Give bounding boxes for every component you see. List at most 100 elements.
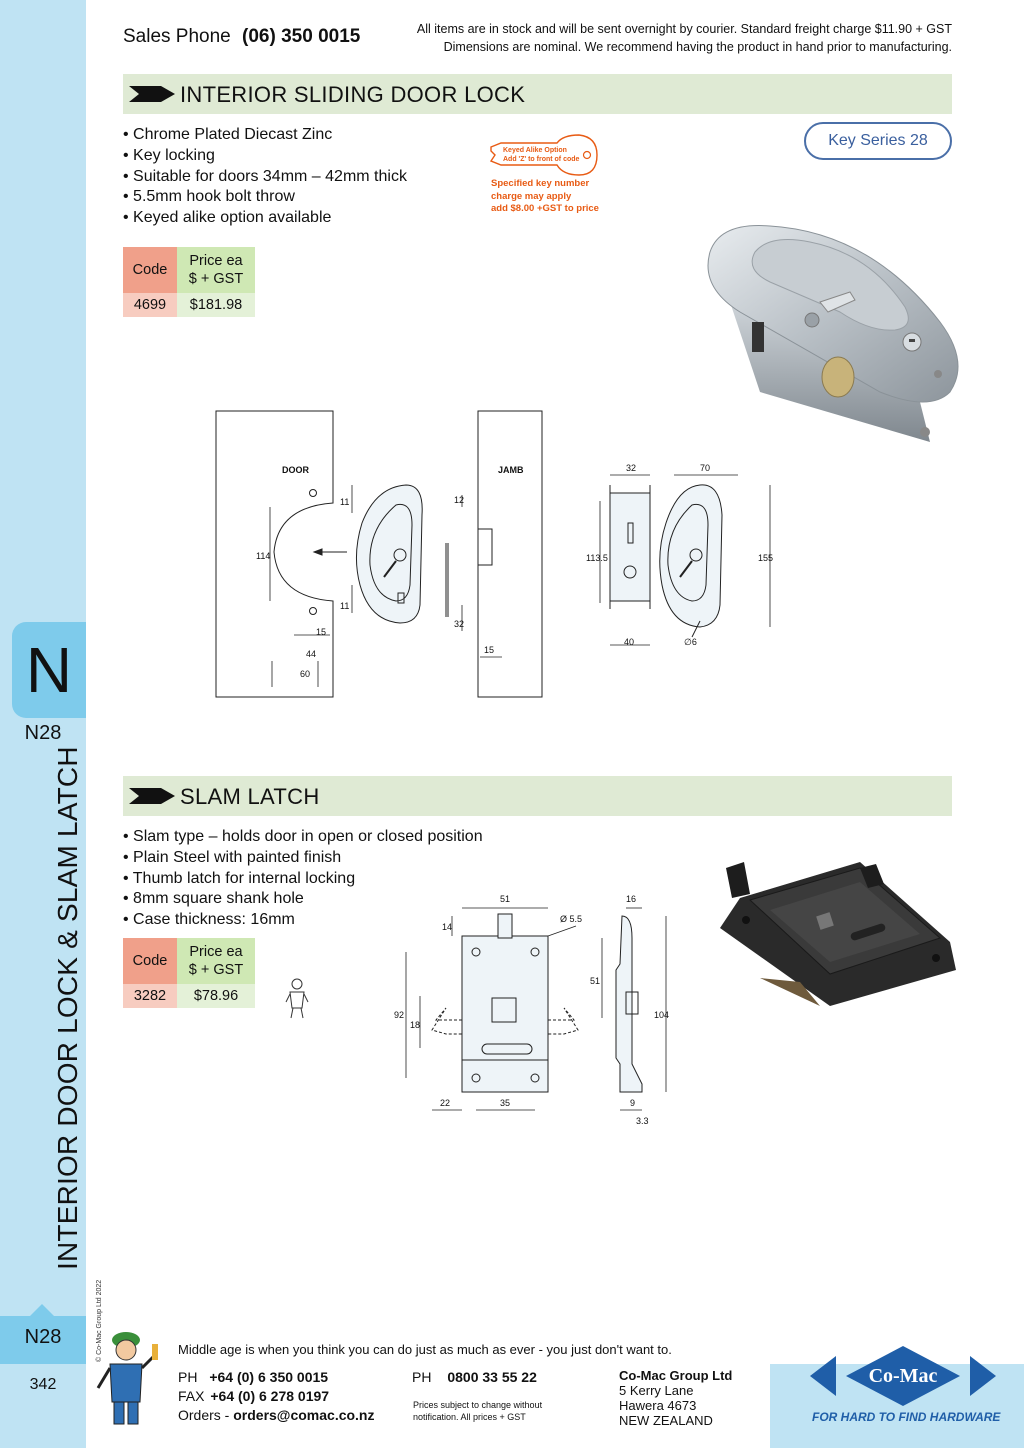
product-code: 4699: [123, 293, 177, 317]
table-row[interactable]: 4699 $181.98: [123, 293, 255, 317]
code-header: Code: [123, 938, 177, 984]
keyed-note-line-1: Specified key number: [491, 178, 590, 189]
bottom-tab-code: N28: [24, 1326, 62, 1348]
bottom-tab: [0, 1316, 86, 1364]
price-header-line-2: $ + GST: [188, 962, 244, 978]
product-code: 3282: [123, 984, 177, 1008]
prices-note-line-1: Prices subject to change without: [413, 1400, 543, 1410]
door-label: DOOR: [282, 465, 310, 475]
dim-label: 16: [626, 894, 636, 904]
keyed-note-line-3: add $8.00 +GST to price: [491, 203, 599, 214]
sales-phone: Sales Phone (06) 350 0015: [123, 26, 360, 48]
slam-latch-photo: [720, 862, 956, 1006]
fax-number: +64 (0) 6 278 0197: [210, 1388, 330, 1404]
dim-label: 32: [454, 619, 464, 629]
sales-phone-label: Sales Phone: [123, 26, 231, 47]
logo-text: Co-Mac: [869, 1365, 938, 1387]
section-header-sliding-lock: INTERIOR SLIDING DOOR LOCK: [123, 74, 952, 114]
price-header-line-2: $ + GST: [188, 271, 244, 287]
dim-label: 113.5: [586, 553, 608, 563]
price-table: Code Price ea $ + GST 3282 $78.96: [123, 938, 255, 1008]
header-notice: All items are in stock and will be sent …: [417, 20, 952, 56]
footer-freephone[interactable]: PH 0800 33 55 22: [412, 1368, 537, 1387]
dim-label: 92: [394, 1010, 404, 1020]
dim-label: 104: [654, 1010, 669, 1020]
dim-label: 15: [316, 627, 326, 637]
notice-line-1: All items are in stock and will be sent …: [416, 22, 952, 36]
comac-logo[interactable]: Co-Mac: [810, 1344, 996, 1408]
price-header: Price ea $ + GST: [177, 938, 255, 984]
section-tab[interactable]: N: [12, 622, 86, 718]
list-item: Slam type – holds door in open or closed…: [123, 827, 483, 848]
product-price: $78.96: [177, 984, 255, 1008]
price-header-line-1: Price ea: [189, 253, 243, 269]
price-table: Code Price ea $ + GST 4699 $181.98: [123, 247, 255, 317]
fax-label: FAX: [178, 1388, 205, 1404]
footer-orders: Orders - orders@comac.co.nz: [178, 1406, 375, 1425]
orders-label: Orders -: [178, 1407, 230, 1423]
ph2-number[interactable]: 0800 33 55 22: [447, 1369, 537, 1385]
table-header-row: Code Price ea $ + GST: [123, 247, 255, 293]
notice-line-2: Dimensions are nominal. We recommend hav…: [443, 40, 952, 54]
dim-label: 15: [484, 645, 494, 655]
mascot-small-icon: [285, 978, 309, 1019]
dim-label: 60: [300, 669, 310, 679]
dim-label: 18: [410, 1020, 420, 1030]
dim-label: 32: [626, 463, 636, 473]
dim-label: 44: [306, 649, 316, 659]
sliding-lock-photo: [707, 225, 959, 442]
section-title: SLAM LATCH: [180, 784, 320, 809]
dim-label: 35: [500, 1098, 510, 1108]
tagline: FOR HARD TO FIND HARDWARE: [812, 1410, 1001, 1424]
bottom-tab-arrow-icon: [30, 1304, 54, 1316]
page-number: 342: [29, 1376, 57, 1393]
list-item: Key locking: [123, 146, 407, 167]
slam-latch-diagram: 51 Ø 5.5 14 92 18 22 35 16 51 104 9 3.3: [394, 894, 669, 1126]
section-tab-letter: N: [25, 634, 73, 706]
arrow-right-icon: [129, 788, 175, 804]
section-tab-code: N28: [24, 722, 62, 744]
company-name: Co-Mac Group Ltd: [619, 1368, 733, 1383]
sliding-lock-diagram: DOOR JAMB 11 114 11 15 44 60 12 32 15 32…: [215, 410, 773, 698]
key-icon: [489, 134, 598, 176]
list-item: Case thickness: 16mm: [123, 910, 483, 931]
dim-label: 155: [758, 553, 773, 563]
list-item: Chrome Plated Diecast Zinc: [123, 125, 407, 146]
list-item: 5.5mm hook bolt throw: [123, 187, 407, 208]
section-title: INTERIOR SLIDING DOOR LOCK: [180, 82, 526, 107]
price-header: Price ea $ + GST: [177, 247, 255, 293]
prices-note: Prices subject to change without notific…: [413, 1399, 542, 1423]
sales-phone-number[interactable]: (06) 350 0015: [242, 26, 361, 47]
ph2-label: PH: [412, 1369, 432, 1385]
footer-fax: FAX +64 (0) 6 278 0197: [178, 1387, 375, 1406]
footer-phone[interactable]: PH +64 (0) 6 350 0015: [178, 1368, 375, 1387]
dim-label: 9: [630, 1098, 635, 1108]
list-item: Plain Steel with painted finish: [123, 848, 483, 869]
footer-quote: Middle age is when you think you can do …: [178, 1342, 672, 1357]
dim-label: 22: [440, 1098, 450, 1108]
dim-label: 70: [700, 463, 710, 473]
price-header-line-1: Price ea: [189, 944, 243, 960]
product-price: $181.98: [177, 293, 255, 317]
dim-label: 40: [624, 637, 634, 647]
orders-email-link[interactable]: orders@comac.co.nz: [233, 1407, 375, 1423]
list-item: Thumb latch for internal locking: [123, 869, 483, 890]
dim-label: 51: [500, 894, 510, 904]
keyed-price-note: Specified key number charge may apply ad…: [491, 178, 599, 216]
address-line-1: 5 Kerry Lane: [619, 1383, 694, 1398]
keyed-line-2: Add 'Z' to front of code: [503, 156, 580, 163]
ph-label: PH: [178, 1369, 198, 1385]
section-header-slam-latch: SLAM LATCH: [123, 776, 952, 816]
sidebar-title: INTERIOR DOOR LOCK & SLAM LATCH: [52, 746, 83, 1270]
prices-note-line-2: notification. All prices + GST: [413, 1412, 526, 1422]
footer-contact: PH +64 (0) 6 350 0015 FAX +64 (0) 6 278 …: [178, 1368, 375, 1425]
list-item: 8mm square shank hole: [123, 889, 483, 910]
dim-label: 11: [340, 497, 349, 507]
address-line-3: NEW ZEALAND: [619, 1413, 713, 1428]
ph-number[interactable]: +64 (0) 6 350 0015: [209, 1369, 329, 1385]
company-address: Co-Mac Group Ltd 5 Kerry Lane Hawera 467…: [619, 1368, 732, 1428]
keyed-alike-label: Keyed Alike Option Add 'Z' to front of c…: [503, 146, 579, 164]
table-row[interactable]: 3282 $78.96: [123, 984, 255, 1008]
sidebar: [0, 0, 86, 1448]
jamb-label: JAMB: [498, 465, 524, 475]
